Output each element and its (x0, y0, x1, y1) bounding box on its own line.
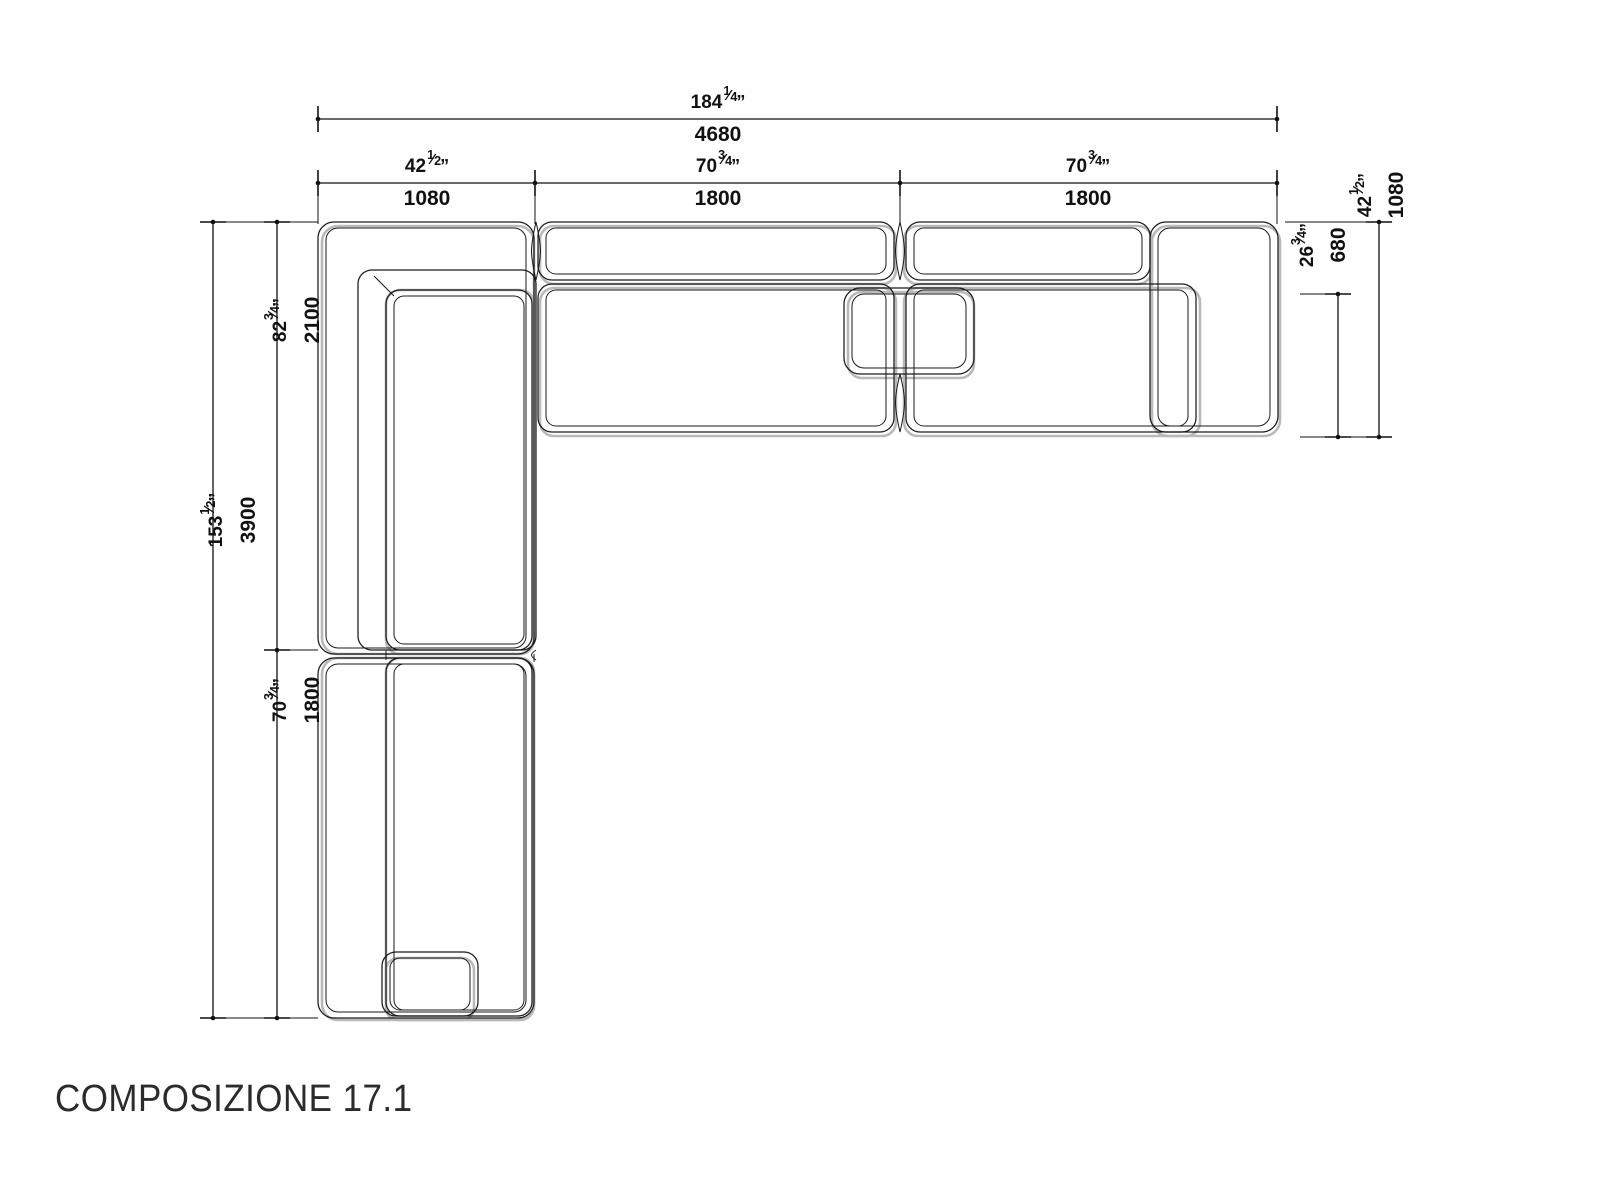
page-title: COMPOSIZIONE 17.1 (55, 1078, 413, 1120)
module-chaise-right (1149, 221, 1279, 433)
module-seat-upper-left (385, 289, 533, 651)
extension-lines-right (1285, 221, 1366, 438)
dim-label-overall-width-metric: 4680 (694, 123, 742, 146)
dim-label-right-outer-metric: 1080 (1385, 171, 1408, 219)
extension-lines-left (226, 221, 318, 1019)
module-seat-center (537, 283, 895, 433)
dim-label-left-seg1-metric: 2100 (301, 296, 324, 344)
dimension-chain-top-segments (315, 116, 1280, 196)
dim-label-top-seg3-metric: 1800 (1064, 187, 1112, 210)
dimension-chain-right-inner (1325, 291, 1351, 440)
dim-label-left-seg2-metric: 1800 (301, 676, 324, 724)
module-seams (385, 221, 905, 662)
module-backrest-center (537, 221, 895, 281)
dimension-chain-left-segments (264, 219, 290, 1021)
dim-label-top-seg2-metric: 1800 (694, 187, 742, 210)
extension-lines-top (317, 196, 1278, 224)
module-table-center (843, 287, 975, 375)
module-arm-left-lower (317, 657, 535, 1019)
corner-leader-line (373, 275, 395, 297)
dim-label-right-inner-metric: 680 (1327, 227, 1350, 263)
module-backrest-right (905, 221, 1151, 281)
module-table-lower (381, 951, 479, 1017)
dim-label-top-seg1-metric: 1080 (403, 187, 451, 210)
module-arm-left (317, 221, 535, 655)
module-shadows (320, 224, 1282, 1022)
module-seat-lower-left (385, 657, 533, 1017)
dimension-chain-right-outer (1366, 219, 1392, 440)
dim-label-overall-height-metric: 3900 (237, 496, 260, 544)
dimension-chain-left-overall (200, 219, 226, 1021)
